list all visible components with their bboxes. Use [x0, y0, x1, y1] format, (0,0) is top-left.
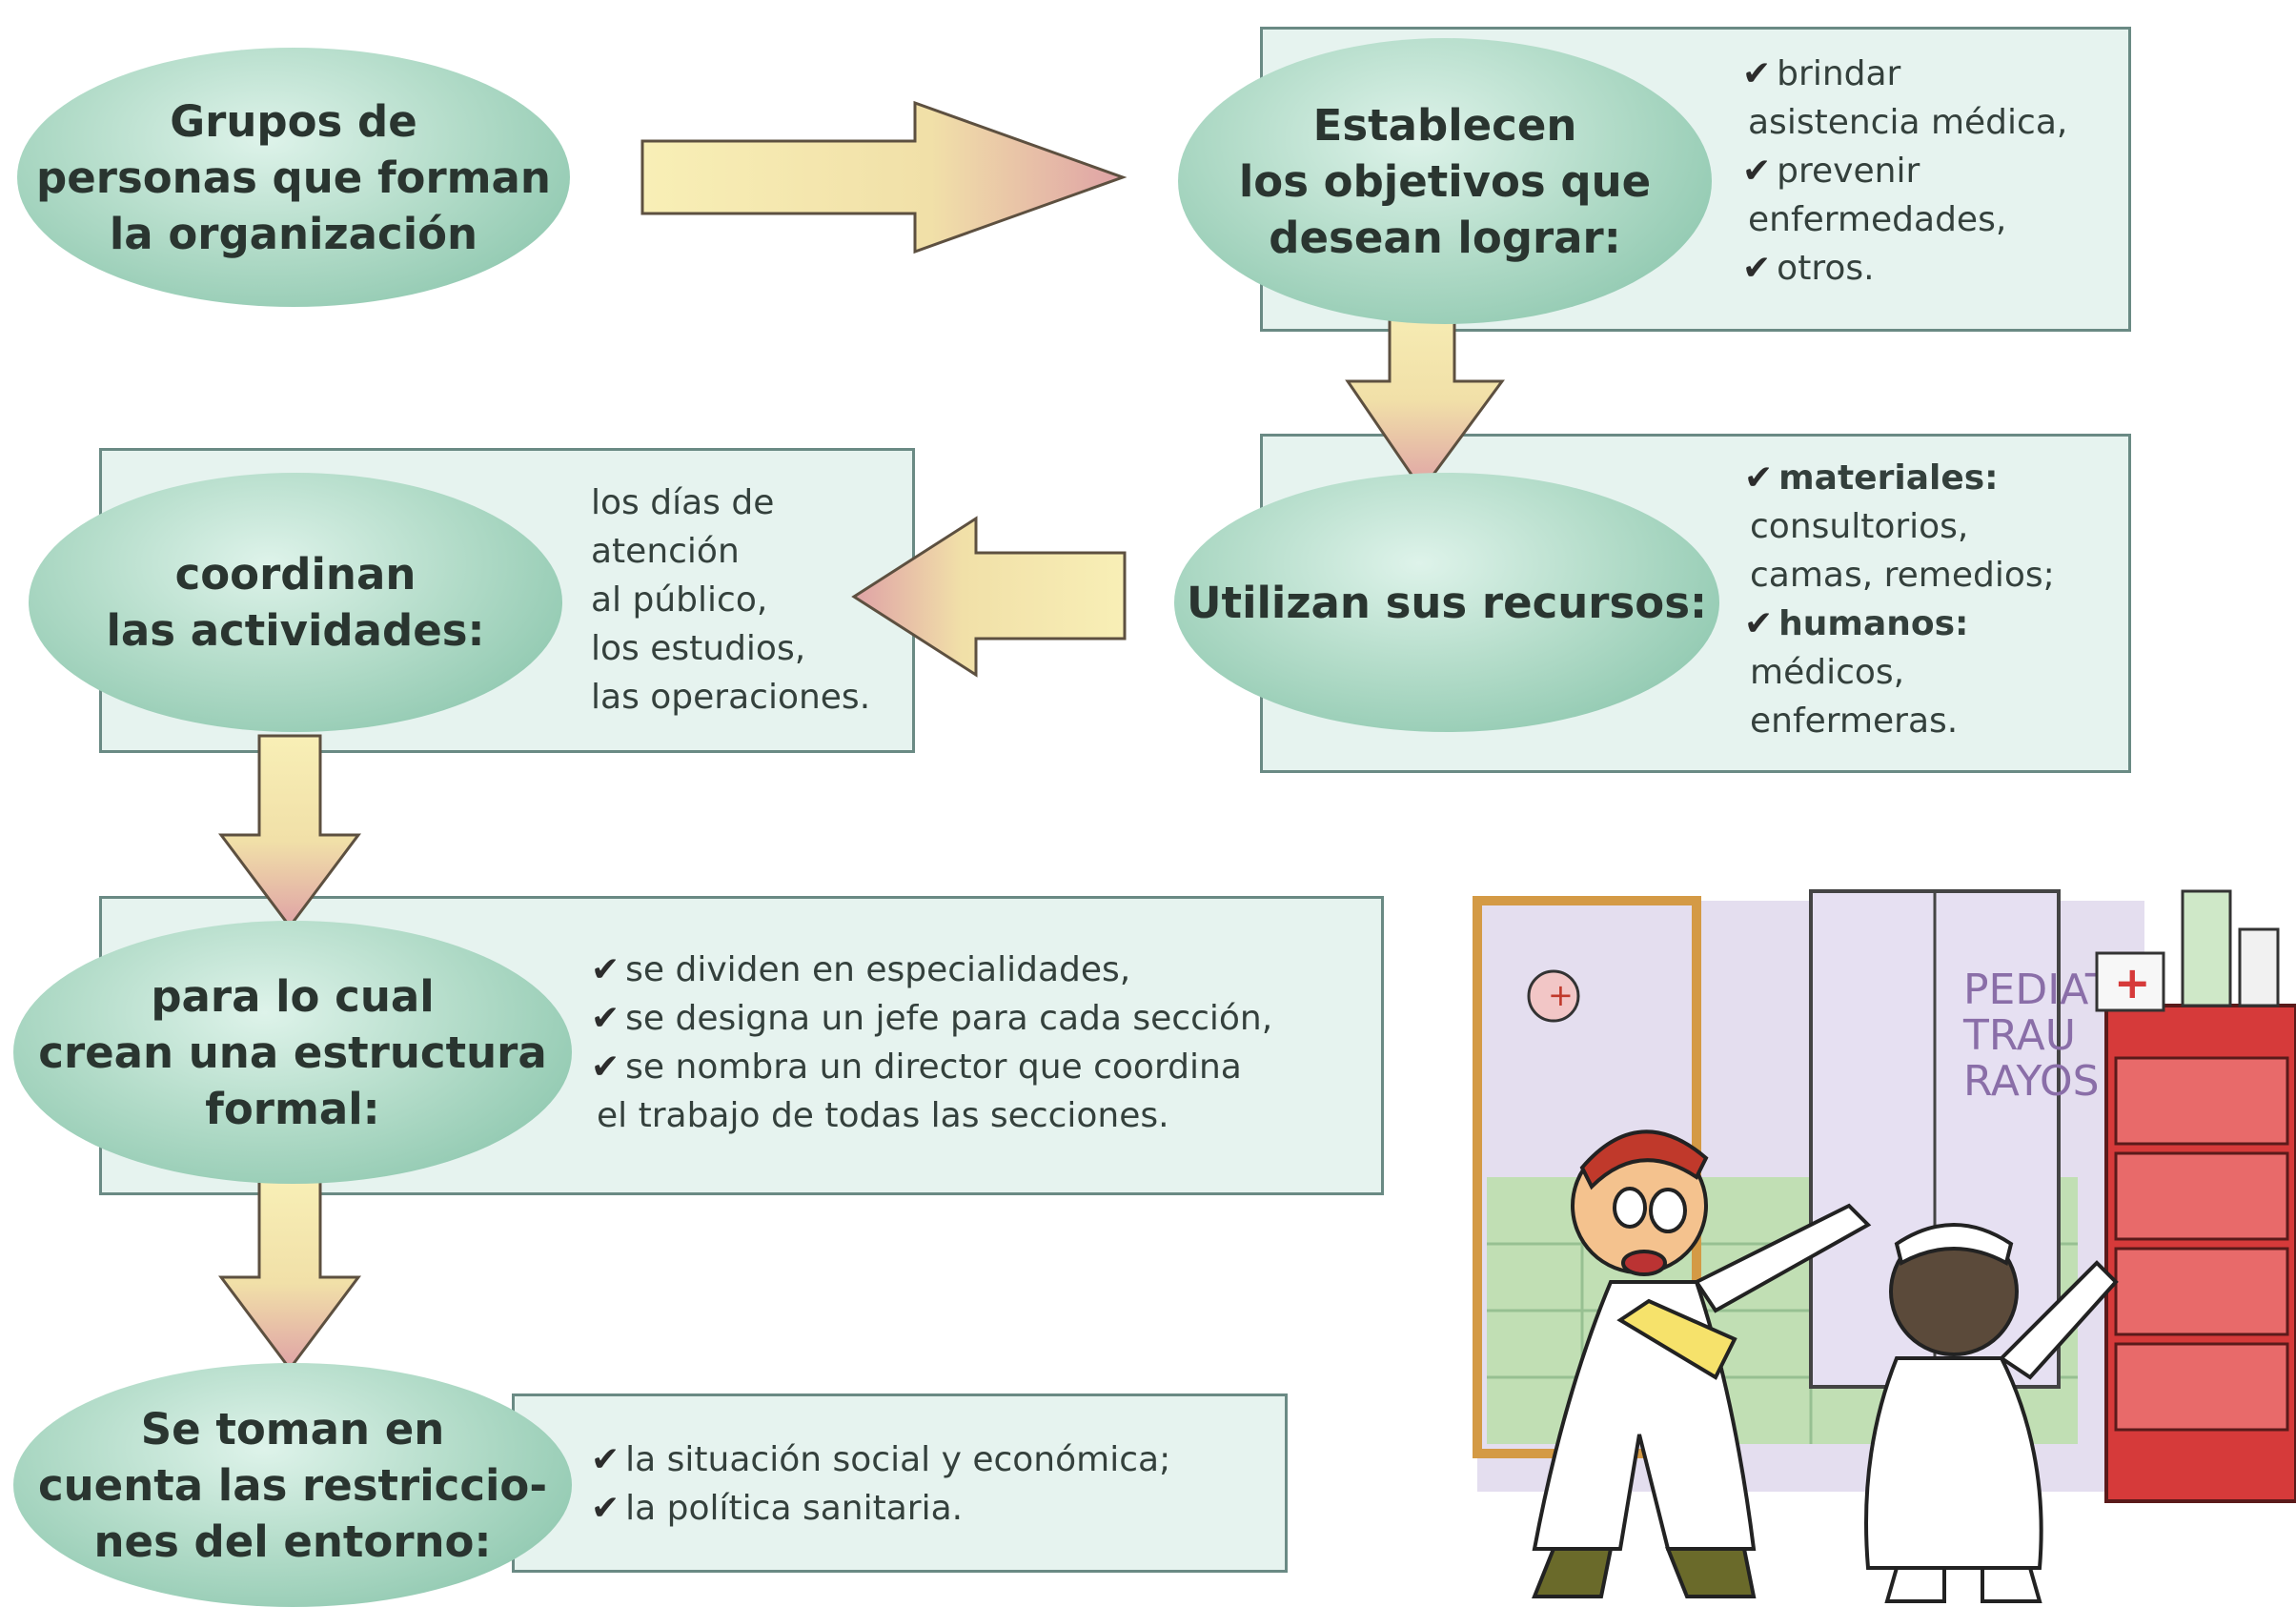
sign-text-1: PEDIAT: [1963, 966, 2111, 1014]
establecen-item: ✔otros.: [1742, 249, 1875, 288]
estructura-item: ✔se dividen en especialidades,: [591, 950, 1131, 989]
estructura-item: ✔se designa un jefe para cada sección,: [591, 999, 1273, 1038]
estructura-item: el trabajo de todas las secciones.: [597, 1096, 1169, 1135]
utilizan-item: ✔humanos:: [1744, 604, 1969, 643]
establecen-item: ✔prevenir: [1742, 152, 1920, 191]
arrow-left: [851, 516, 1127, 678]
grupos-ellipse: Grupos de personas que forman la organiz…: [17, 48, 570, 307]
establecen-ellipse: Establecen los objetivos que desean logr…: [1178, 38, 1712, 324]
arrow-down-3: [218, 1176, 361, 1372]
utilizan-item: consultorios,: [1750, 507, 1969, 546]
coordinan-item: los días de: [591, 483, 775, 522]
establecen-list: ✔brindar asistencia médica, ✔prevenir en…: [1742, 50, 2067, 293]
utilizan-list: ✔materiales: consultorios, camas, remedi…: [1744, 454, 2055, 745]
utilizan-label: Utilizan sus recursos:: [1187, 577, 1707, 628]
coordinan-item: al público,: [591, 580, 768, 620]
hospital-illustration: + PEDIAT TRAU RAYOS +: [1473, 889, 2296, 1603]
restricciones-list: ✔la situación social y económica; ✔la po…: [591, 1435, 1170, 1533]
utilizan-item: enfermeras.: [1750, 702, 1959, 741]
restricciones-box: [512, 1393, 1288, 1573]
svg-text:+: +: [1548, 977, 1574, 1013]
estructura-ellipse: para lo cual crean una estructura formal…: [13, 921, 572, 1184]
restricciones-item: ✔la situación social y económica;: [591, 1440, 1171, 1479]
utilizan-item: médicos,: [1750, 653, 1905, 692]
restricciones-item: ✔la política sanitaria.: [591, 1489, 964, 1528]
coordinan-item: las operaciones.: [591, 678, 871, 717]
restricciones-label: Se toman en cuenta las restriccio- nes d…: [37, 1403, 548, 1567]
estructura-label: para lo cual crean una estructura formal…: [38, 970, 547, 1134]
coordinan-item: los estudios,: [591, 629, 806, 668]
grupos-label: Grupos de personas que forman la organiz…: [36, 95, 551, 259]
coordinan-label: coordinan las actividades:: [106, 549, 485, 656]
restricciones-ellipse: Se toman en cuenta las restriccio- nes d…: [13, 1363, 572, 1607]
arrow-down-2: [218, 734, 361, 929]
utilizan-item: camas, remedios;: [1750, 556, 2055, 595]
establecen-item: ✔brindar: [1742, 54, 1901, 93]
svg-text:+: +: [2114, 957, 2151, 1008]
establecen-label: Establecen los objetivos que desean logr…: [1238, 99, 1652, 263]
estructura-item: ✔se nombra un director que coordina: [591, 1048, 1242, 1087]
sign-text-3: RAYOS: [1963, 1057, 2100, 1106]
sign-text-2: TRAU: [1962, 1011, 2076, 1060]
coordinan-item: atención: [591, 532, 740, 571]
coordinan-list: los días de atención al público, los est…: [591, 478, 870, 722]
utilizan-ellipse: Utilizan sus recursos:: [1174, 473, 1719, 732]
establecen-item: enfermedades,: [1748, 200, 2007, 239]
estructura-list: ✔se dividen en especialidades, ✔se desig…: [591, 946, 1272, 1140]
coordinan-ellipse: coordinan las actividades:: [29, 473, 562, 732]
establecen-item: asistencia médica,: [1748, 103, 2068, 142]
utilizan-item: ✔materiales:: [1744, 458, 1999, 498]
arrow-right: [640, 100, 1128, 254]
